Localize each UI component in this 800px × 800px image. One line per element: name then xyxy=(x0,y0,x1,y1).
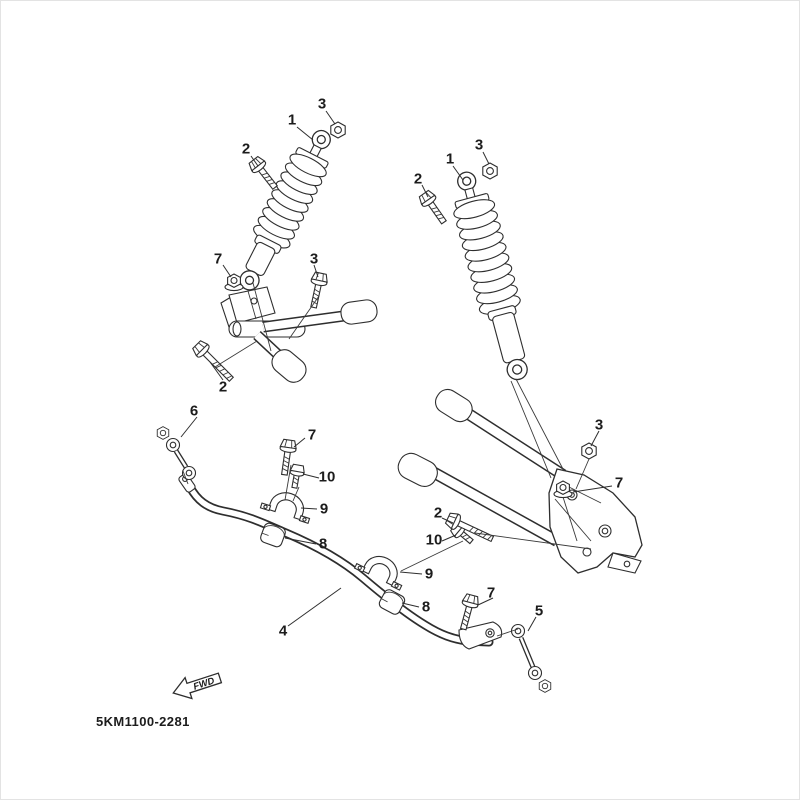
callout-left-arm-nut: 7 xyxy=(213,250,223,268)
callout-stabilizer-bracket-bolt-left: 7 xyxy=(307,426,317,444)
callout-stabilizer-bar: 4 xyxy=(278,622,288,640)
callout-right-shock-mount: 1 xyxy=(445,150,455,168)
callout-left-shock-mount: 1 xyxy=(287,111,297,129)
callout-right-arm-nut-top: 3 xyxy=(594,416,604,434)
sway-bar xyxy=(178,473,503,650)
bolt-icon xyxy=(305,270,330,310)
callout-stabilizer-bushing-left: 8 xyxy=(318,535,328,553)
callout-stabilizer-clamp-right: 9 xyxy=(424,565,434,583)
fwd-label: FWD xyxy=(192,675,216,692)
callout-right-arm-pivot-bolt: 2 xyxy=(433,504,443,522)
nut-icon xyxy=(482,162,498,180)
bolt-icon xyxy=(246,154,282,193)
callout-stabilizer-clamp-bolt-right: 10 xyxy=(425,531,443,549)
bolt-icon xyxy=(416,188,452,228)
leader-lines xyxy=(180,110,613,637)
stabilizer-link-left xyxy=(156,426,197,481)
left-shock-absorber xyxy=(239,129,331,291)
callout-stabilizer-bushing-right: 8 xyxy=(421,598,431,616)
callout-right-shock-nut: 3 xyxy=(474,136,484,154)
fwd-arrow: FWD xyxy=(172,672,223,700)
stabilizer-link-right xyxy=(510,623,552,693)
callout-left-arm-pivot-bolt: 2 xyxy=(218,378,228,396)
callout-left-arm-bolt: 3 xyxy=(309,250,319,268)
right-shock-absorber xyxy=(453,171,528,381)
callout-right-shock-bolt: 2 xyxy=(413,170,423,188)
bolt-icon xyxy=(190,338,238,386)
callout-stabilizer-link-left: 6 xyxy=(189,402,199,420)
sway-bar-clamp-left xyxy=(259,485,316,524)
callout-left-shock-nut: 3 xyxy=(317,95,327,113)
left-suspension-arm xyxy=(220,286,378,383)
callout-left-shock-bolt: 2 xyxy=(241,140,251,158)
nut-icon xyxy=(330,121,346,139)
callout-stabilizer-bracket-bolt-right: 7 xyxy=(486,584,496,602)
callout-stabilizer-clamp-bolt-left: 10 xyxy=(318,468,336,486)
nut-icon xyxy=(581,442,597,460)
callout-stabilizer-clamp-left: 9 xyxy=(319,500,329,518)
callout-right-arm-nut: 7 xyxy=(614,474,624,492)
part-number-label: 5KM1100-2281 xyxy=(96,714,190,729)
callout-stabilizer-link-right: 5 xyxy=(534,602,544,620)
